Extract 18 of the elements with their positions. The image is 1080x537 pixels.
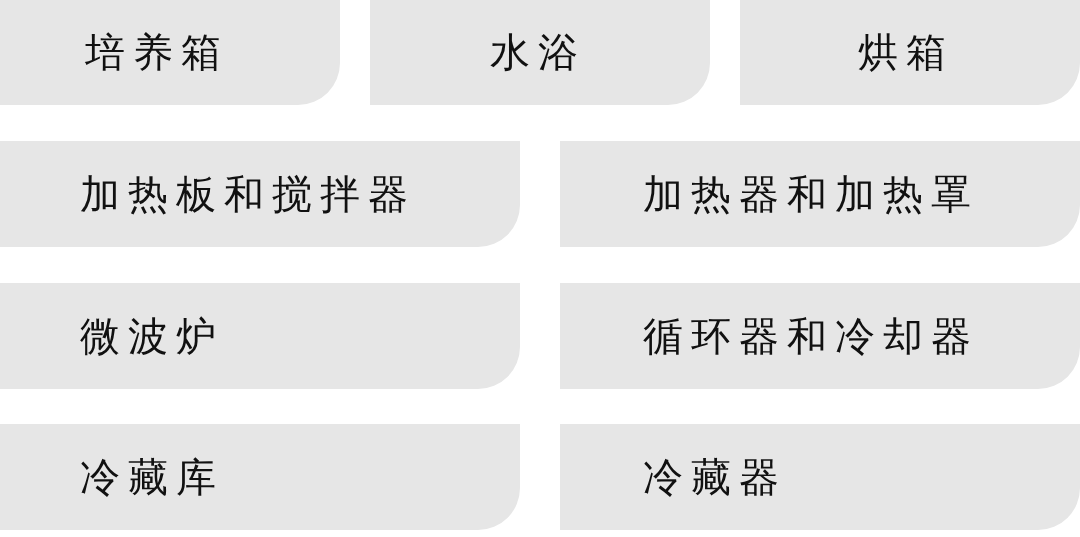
- tile-label: 加热板和搅拌器: [80, 172, 416, 216]
- tile: [0, 424, 520, 530]
- tile-label: 循环器和冷却器: [643, 314, 979, 358]
- tile-label: 冷藏器: [643, 455, 787, 499]
- tile-label: 微波炉: [80, 314, 224, 358]
- tile-label: 冷藏库: [80, 455, 224, 499]
- tile: [560, 141, 1080, 247]
- tile-label: 水浴: [490, 29, 586, 74]
- tile-label: 烘箱: [858, 29, 954, 74]
- tile: [0, 141, 520, 247]
- tile: [370, 0, 710, 105]
- tile-label: 培养箱: [85, 29, 229, 74]
- tile: [560, 283, 1080, 389]
- tile: [740, 0, 1080, 105]
- tile: [0, 0, 340, 105]
- tile: [560, 424, 1080, 530]
- tile: [0, 283, 520, 389]
- tile-label: 加热器和加热罩: [643, 172, 979, 216]
